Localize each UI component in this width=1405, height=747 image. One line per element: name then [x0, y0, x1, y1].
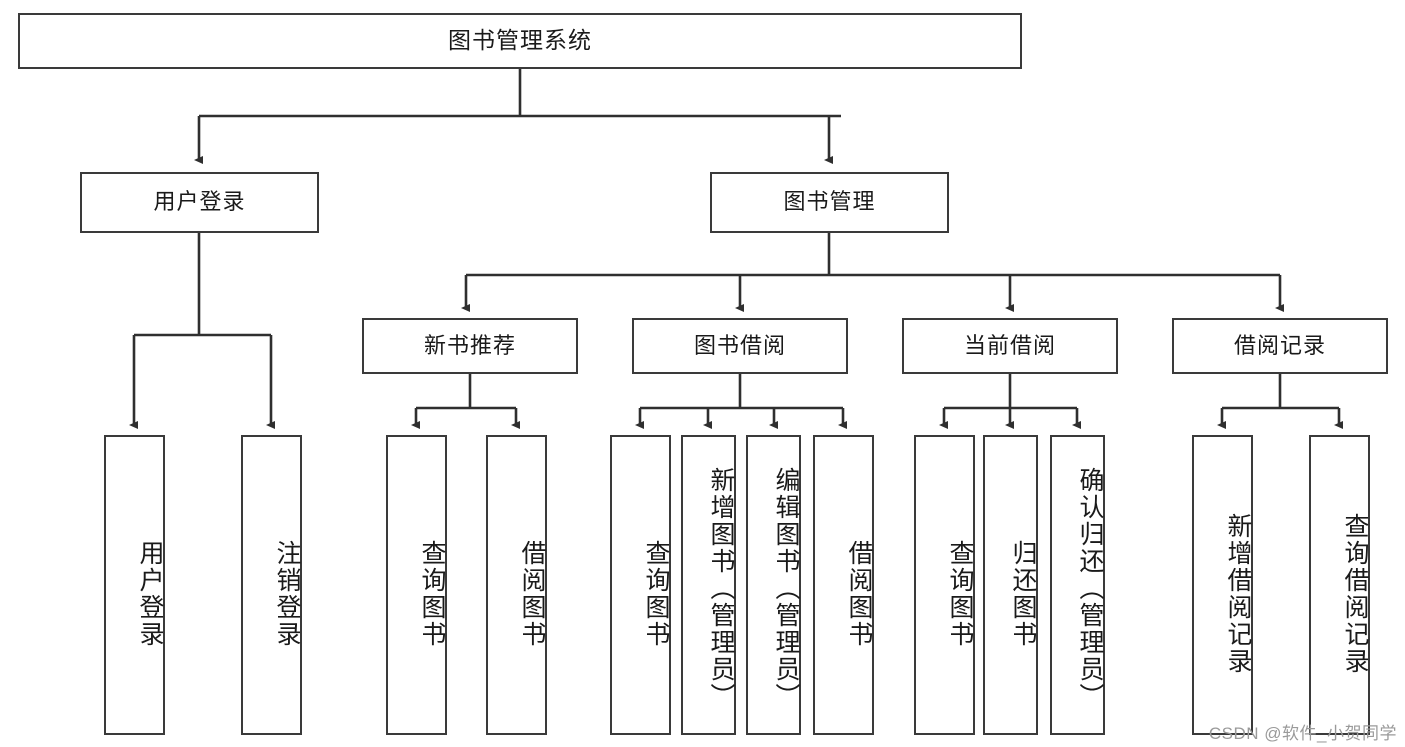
- leaf-borrow-edit-book-admin[interactable]: 编辑图书（管理员）: [746, 435, 801, 735]
- leaf-user-login-login[interactable]: 用户登录: [104, 435, 165, 735]
- leaf-user-login-logout[interactable]: 注销登录: [241, 435, 302, 735]
- leaf-current-confirm-return-admin[interactable]: 确认归还（管理员）: [1050, 435, 1105, 735]
- node-book-borrow[interactable]: 图书借阅: [632, 318, 848, 374]
- node-borrow-record[interactable]: 借阅记录: [1172, 318, 1388, 374]
- leaf-current-query-book[interactable]: 查询图书: [914, 435, 975, 735]
- node-current-borrow[interactable]: 当前借阅: [902, 318, 1118, 374]
- leaf-current-return-book[interactable]: 归还图书: [983, 435, 1038, 735]
- leaf-recommend-query-book[interactable]: 查询图书: [386, 435, 447, 735]
- leaf-recommend-borrow-book[interactable]: 借阅图书: [486, 435, 547, 735]
- leaf-record-query-borrow-record[interactable]: 查询借阅记录: [1309, 435, 1370, 735]
- leaf-borrow-borrow-book[interactable]: 借阅图书: [813, 435, 874, 735]
- node-user-login[interactable]: 用户登录: [80, 172, 319, 233]
- leaf-borrow-add-book-admin[interactable]: 新增图书（管理员）: [681, 435, 736, 735]
- watermark-text: CSDN @软件_小贺同学: [1208, 724, 1397, 743]
- leaf-record-add-borrow-record[interactable]: 新增借阅记录: [1192, 435, 1253, 735]
- node-new-book-recommend[interactable]: 新书推荐: [362, 318, 578, 374]
- node-book-management[interactable]: 图书管理: [710, 172, 949, 233]
- leaf-borrow-query-book[interactable]: 查询图书: [610, 435, 671, 735]
- node-root-system[interactable]: 图书管理系统: [18, 13, 1022, 69]
